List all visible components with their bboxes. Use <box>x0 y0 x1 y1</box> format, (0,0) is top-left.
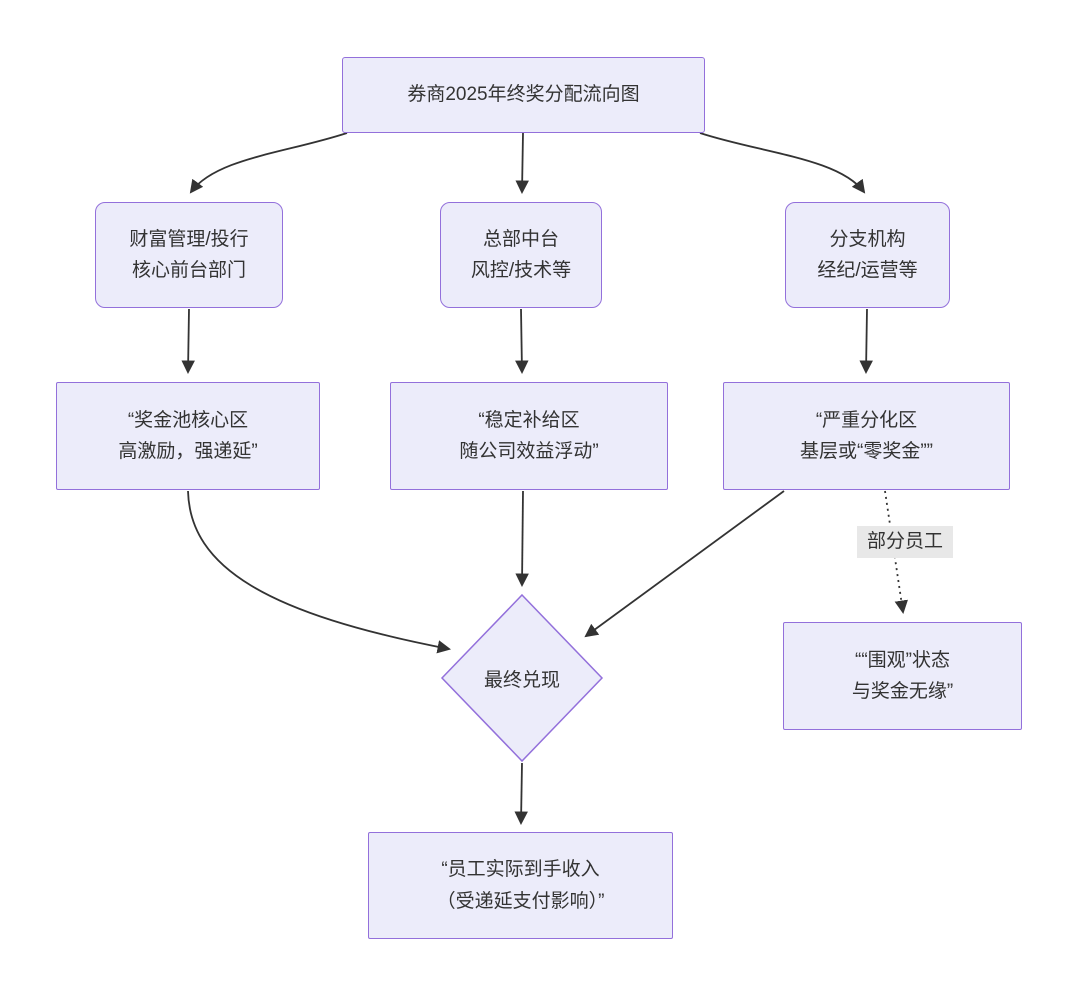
edge-stable-to-decision <box>515 490 529 588</box>
edge-front-to-core <box>181 308 195 375</box>
node-dept-front: 财富管理/投行 核心前台部门 <box>95 202 283 308</box>
node-root: 券商2025年终奖分配流向图 <box>342 57 705 133</box>
edge-branch-to-divided <box>859 308 873 375</box>
edge-middle-office-to-stable <box>515 308 529 375</box>
edge-core-to-decision <box>187 490 451 654</box>
node-zone-stable: “稳定补给区 随公司效益浮动” <box>390 382 668 490</box>
node-zone-core: “奖金池核心区 高激励，强递延” <box>56 382 320 490</box>
node-dept-middle-office: 总部中台 风控/技术等 <box>440 202 602 308</box>
decision-diamond-shape <box>440 593 604 763</box>
edge-label-partial-staff: 部分员工 <box>857 526 953 558</box>
edge-root-to-branch <box>699 132 866 194</box>
node-decision-label: 最终兑现 <box>483 670 560 691</box>
edge-decision-to-final <box>514 762 528 826</box>
edge-root-to-front <box>189 132 348 194</box>
node-zone-divided: “严重分化区 基层或“零奖金”” <box>723 382 1010 490</box>
edge-root-to-middle-office <box>515 132 529 195</box>
node-dept-branch: 分支机构 经纪/运营等 <box>785 202 950 308</box>
node-bystander: ““围观”状态 与奖金无缘” <box>783 622 1022 730</box>
edge-divided-to-decision <box>584 490 785 638</box>
node-final: “员工实际到手收入 （受递延支付影响）” <box>368 832 673 939</box>
